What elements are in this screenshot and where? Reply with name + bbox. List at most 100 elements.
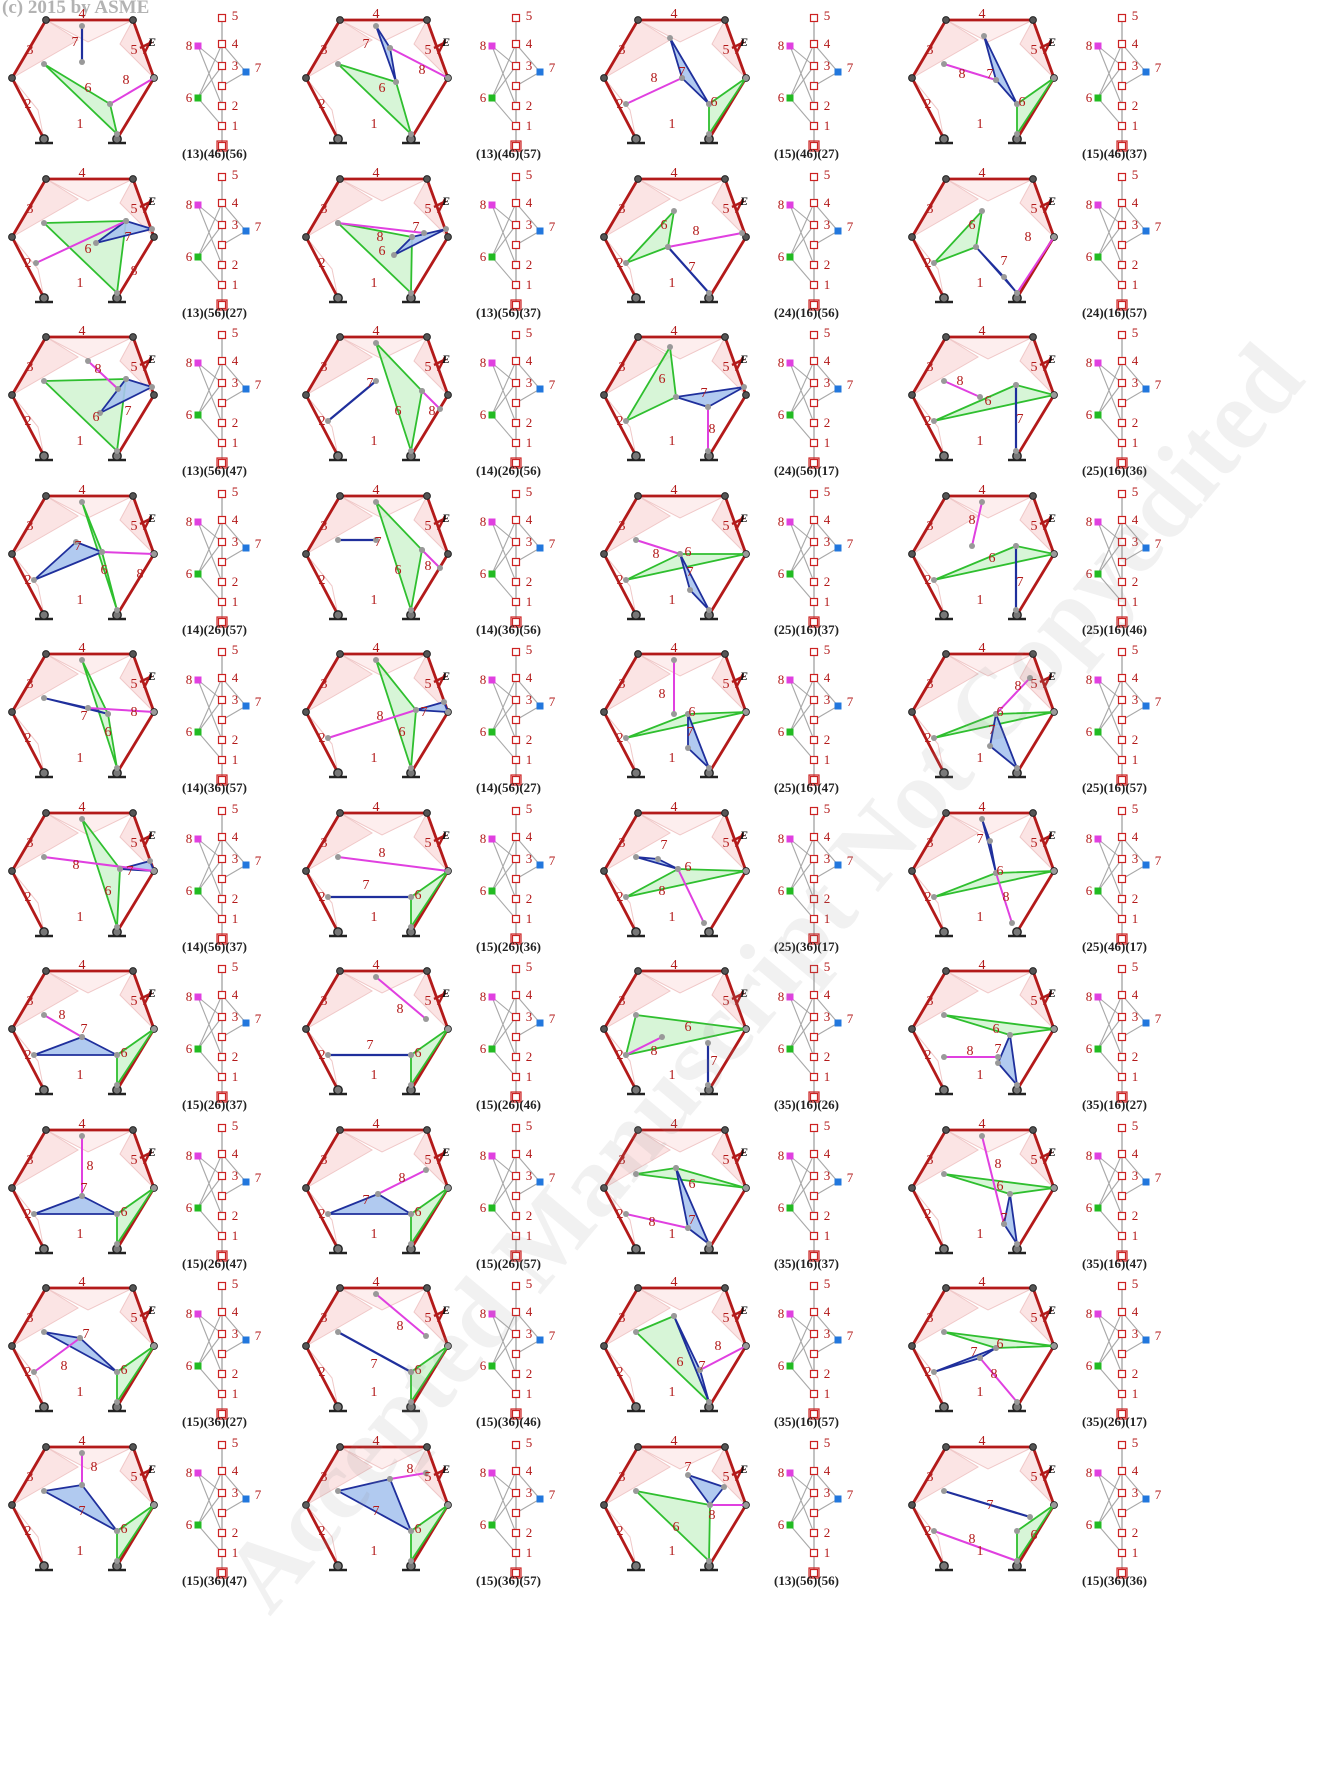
- graph-node: [217, 398, 227, 408]
- link-label-2: 2: [319, 731, 326, 746]
- link-label-4: 4: [373, 166, 380, 181]
- link-label-7: 7: [371, 1357, 378, 1372]
- link-label-1: 1: [371, 434, 378, 449]
- moving-joint: [335, 1329, 341, 1335]
- graph-label-2: 2: [824, 1208, 831, 1223]
- graph-label-5: 5: [1132, 167, 1139, 182]
- graph-node: [217, 1307, 227, 1317]
- graph-edge: [197, 65, 223, 99]
- moving-joint: [335, 219, 341, 226]
- graph-node: [1117, 894, 1127, 903]
- graph-label-5: 5: [1132, 1276, 1139, 1291]
- link-label-4: 4: [671, 166, 678, 181]
- link-label-7: 7: [679, 65, 686, 80]
- moving-joint: [41, 853, 47, 860]
- graph-label-4: 4: [1132, 829, 1139, 844]
- link-label-4: 4: [373, 7, 380, 22]
- graph-label-5: 5: [526, 1435, 533, 1450]
- ground-pivot: [939, 1402, 949, 1412]
- moving-joint: [623, 576, 629, 583]
- graph-label-7: 7: [255, 1487, 262, 1502]
- graph-node-8: [786, 993, 794, 1001]
- graph-label-8: 8: [480, 1465, 487, 1480]
- link-8: [421, 390, 441, 410]
- ground-pivot: [39, 292, 49, 303]
- graph-label-6: 6: [480, 1358, 487, 1373]
- link-label-1: 1: [669, 593, 676, 608]
- moving-joint: [99, 548, 105, 555]
- graph-node: [217, 617, 227, 626]
- graph-label-8: 8: [186, 831, 193, 846]
- end-effector-label: E: [1047, 1303, 1056, 1317]
- moving-joint: [421, 229, 427, 236]
- moving-joint: [325, 418, 331, 424]
- moving-joint: [335, 853, 341, 860]
- graph-node: [217, 755, 227, 765]
- graph-edge: [789, 224, 815, 257]
- end-effector-label: E: [441, 35, 450, 49]
- link-label-8: 8: [1015, 679, 1022, 694]
- graph-label-8: 8: [186, 1148, 193, 1163]
- link-label-6: 6: [997, 705, 1004, 720]
- graph-label-6: 6: [778, 1200, 785, 1215]
- graph-label-2: 2: [1132, 98, 1139, 113]
- graph-label-6: 6: [480, 407, 487, 422]
- graph-label-4: 4: [526, 987, 533, 1002]
- graph-node-7: [834, 861, 842, 868]
- moving-joint: [41, 61, 47, 67]
- graph-node-8: [786, 359, 794, 367]
- graph-label-5: 5: [824, 167, 831, 182]
- graph-edge: [491, 204, 517, 265]
- graph-node: [809, 1211, 819, 1220]
- graph-node-7: [536, 1495, 544, 1502]
- graph-node: [511, 1072, 521, 1082]
- graph-label-1: 1: [1132, 1228, 1139, 1243]
- graph-node: [217, 775, 227, 785]
- link-label-4: 4: [373, 1275, 380, 1290]
- graph-label-6: 6: [480, 1517, 487, 1532]
- mechanism-code: (25)(16)(47): [774, 780, 839, 795]
- moving-joint: [931, 1369, 937, 1375]
- graph-node: [511, 240, 521, 249]
- graph-label-4: 4: [824, 1304, 831, 1319]
- graph-label-4: 4: [824, 512, 831, 527]
- link-label-4: 4: [373, 641, 380, 656]
- link-label-6: 6: [711, 95, 718, 110]
- moving-joint: [1051, 550, 1057, 557]
- graph-node-7: [536, 544, 544, 551]
- link-label-6: 6: [997, 1337, 1004, 1352]
- graph-node: [1117, 874, 1127, 883]
- graph-ground-node: [808, 298, 820, 311]
- link-label-6: 6: [989, 551, 996, 566]
- graph-node: [1117, 1329, 1127, 1339]
- link-label-5: 5: [425, 1470, 432, 1485]
- graph-node: [1117, 330, 1127, 340]
- link-label-7: 7: [989, 723, 996, 738]
- link-7: [675, 386, 745, 408]
- link-7: [337, 1477, 412, 1532]
- link-label-7: 7: [995, 1042, 1002, 1057]
- graph-label-7: 7: [847, 1328, 854, 1343]
- graph-node: [1117, 300, 1127, 309]
- graph-ground-node: [216, 1249, 228, 1262]
- link-6: [375, 659, 417, 769]
- graph-node-7: [242, 1495, 250, 1502]
- ground-pivot: [939, 292, 949, 303]
- ground-pivot: [939, 926, 949, 937]
- graph-ground-node: [216, 615, 228, 628]
- ground-pivot: [333, 1560, 343, 1571]
- graph-node: [809, 1231, 819, 1240]
- graph-ground-node: [808, 1566, 820, 1579]
- link-label-4: 4: [79, 800, 86, 815]
- end-effector-label: E: [441, 194, 450, 208]
- ground-pivot: [39, 768, 49, 778]
- link-label-4: 4: [979, 641, 986, 656]
- graph-edge: [221, 360, 247, 390]
- graph-node: [1117, 1012, 1127, 1022]
- graph-edge: [491, 731, 517, 761]
- graph-node: [1117, 1369, 1127, 1379]
- link-label-2: 2: [925, 256, 932, 271]
- link-8: [375, 1293, 427, 1337]
- graph-node: [1117, 1548, 1127, 1557]
